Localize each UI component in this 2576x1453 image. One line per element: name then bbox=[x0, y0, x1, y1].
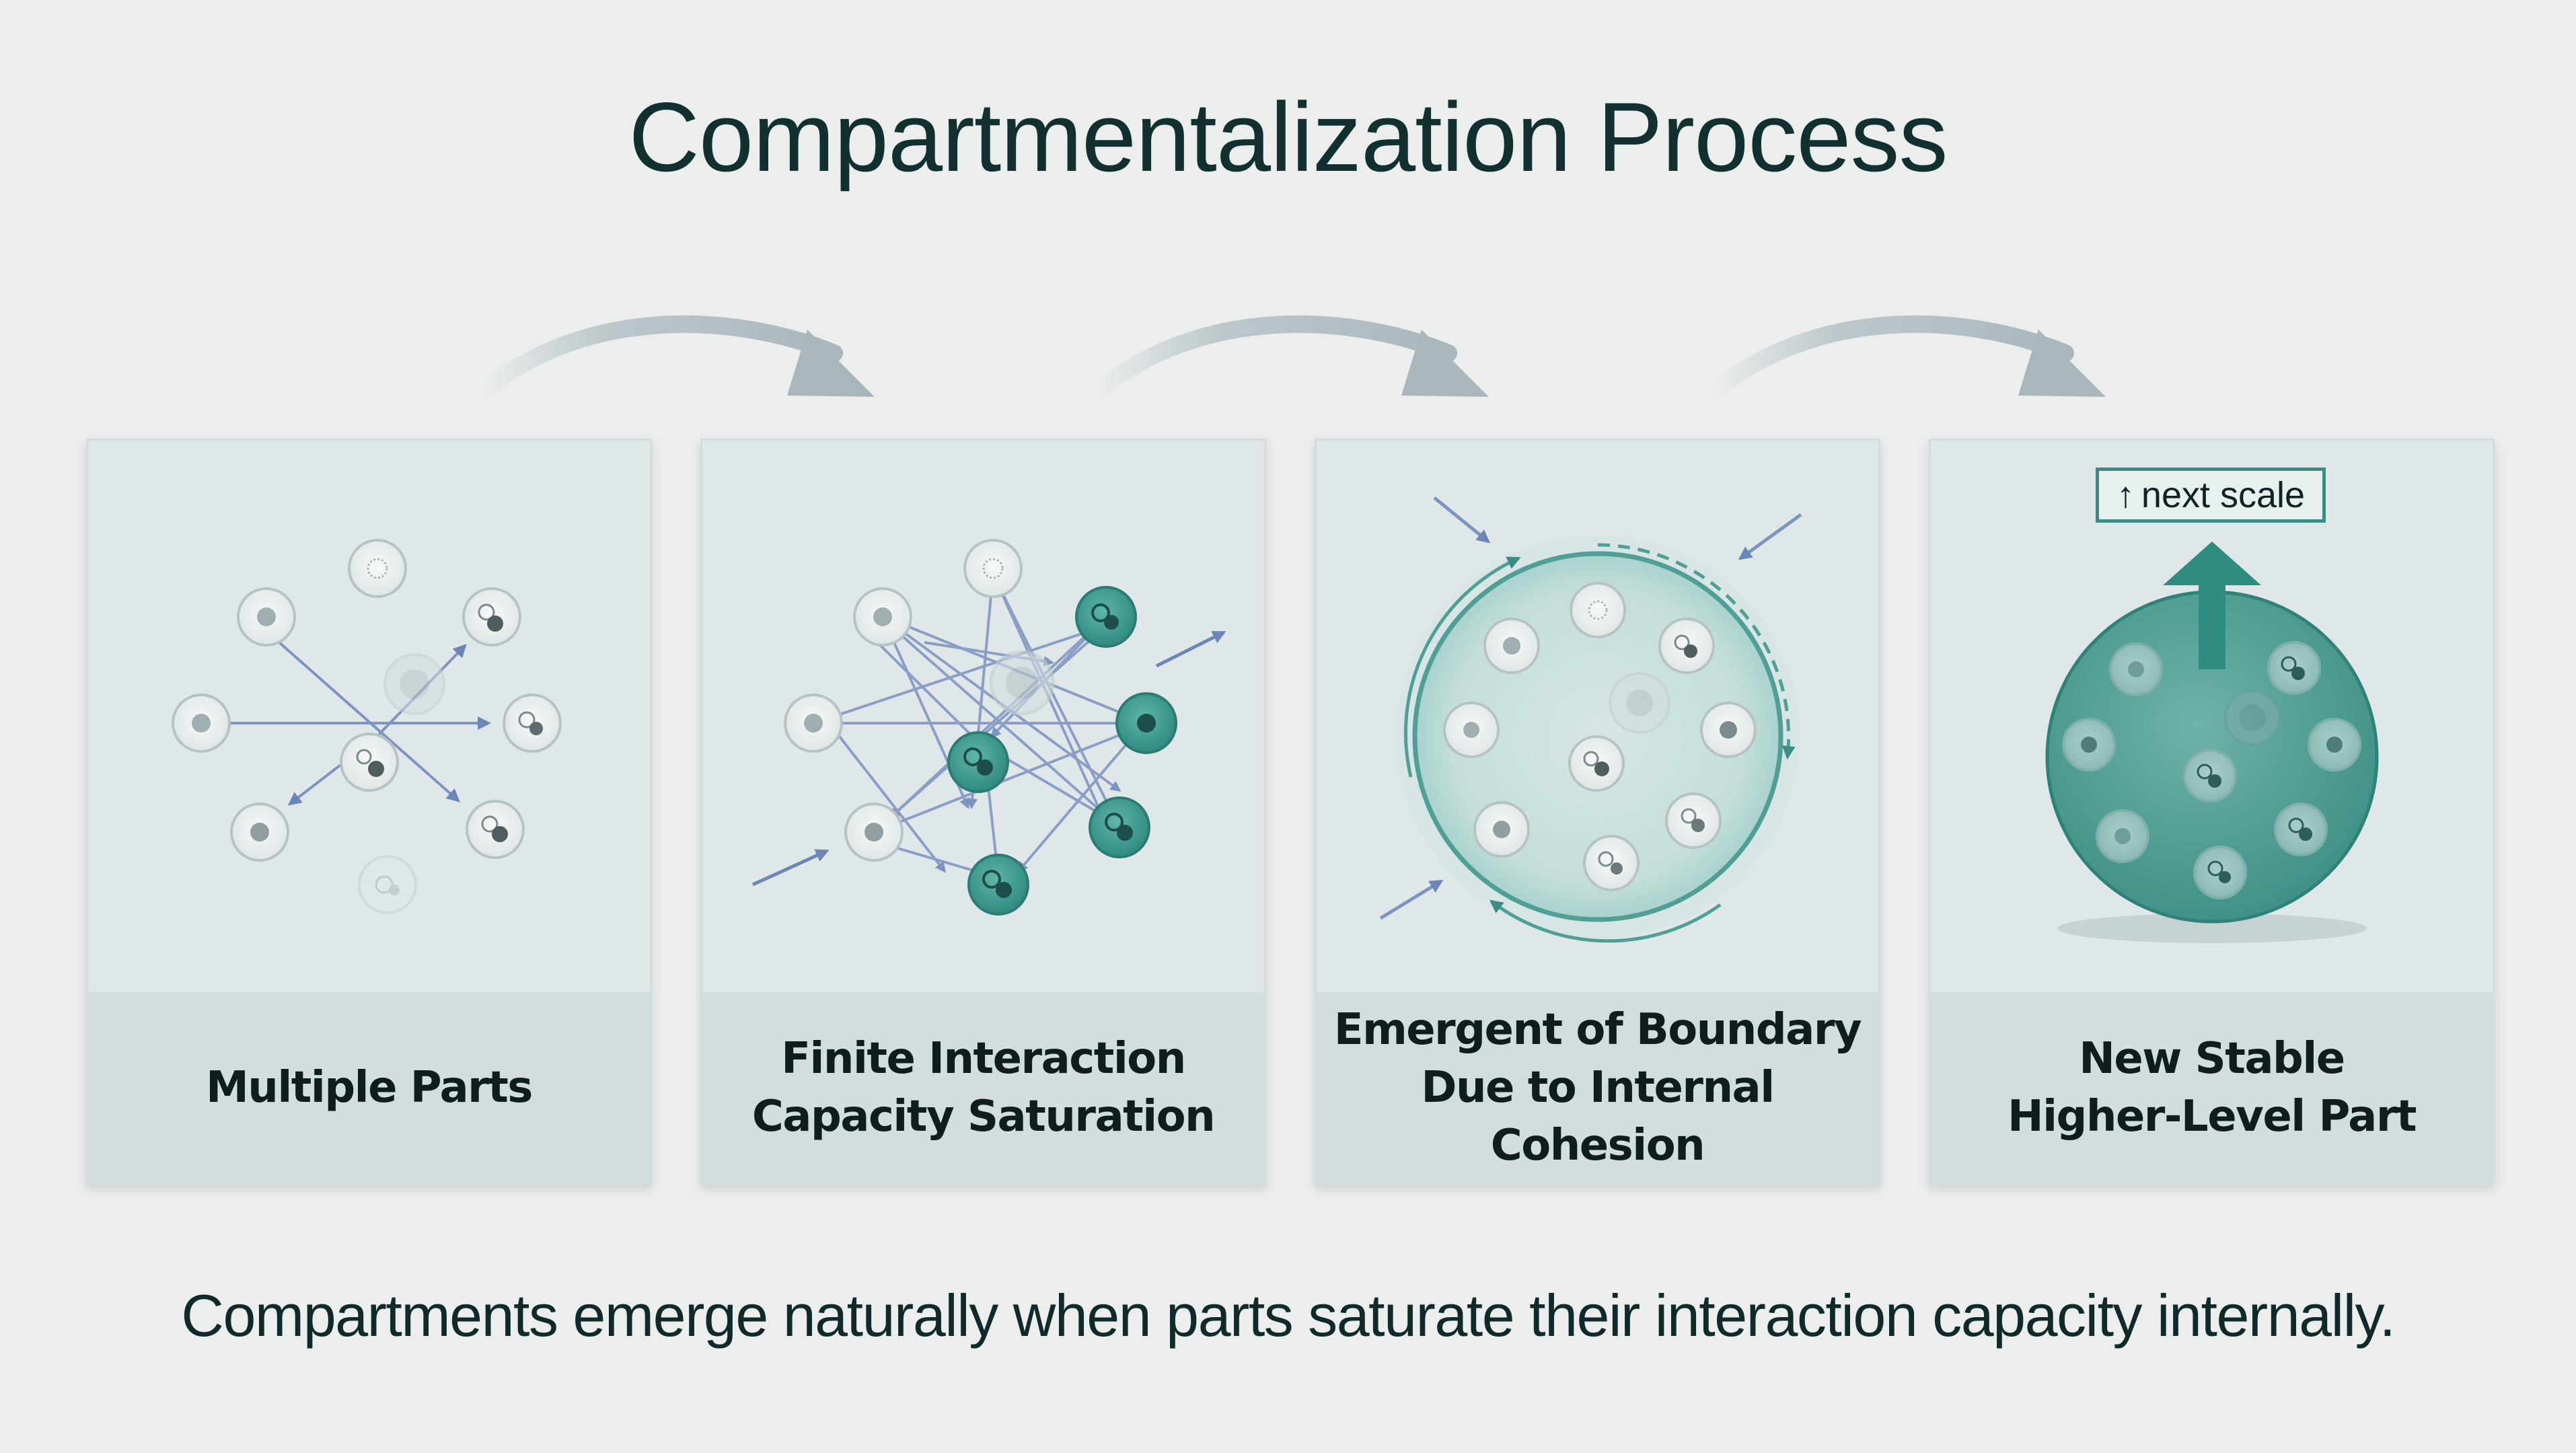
internal-part-cell bbox=[2193, 846, 2247, 899]
part-cell bbox=[1658, 618, 1715, 674]
part-cell bbox=[1700, 702, 1757, 758]
saturated-part-cell bbox=[1115, 692, 1177, 754]
part-cell bbox=[466, 800, 525, 859]
internal-part-cell bbox=[2096, 809, 2149, 863]
part-cell bbox=[1443, 702, 1500, 758]
stage-4-diagram bbox=[2045, 542, 2379, 943]
internal-part-cell bbox=[2267, 641, 2321, 695]
part-cell-faded bbox=[1609, 672, 1670, 734]
part-cell bbox=[1583, 835, 1640, 891]
flow-arrow-3-to-4-icon bbox=[1703, 315, 2106, 402]
part-cell bbox=[1483, 618, 1540, 674]
part-cell bbox=[844, 803, 904, 862]
part-cell bbox=[172, 694, 231, 753]
stage-1-diagram bbox=[172, 539, 562, 914]
page-title: Compartmentalization Process bbox=[628, 82, 1948, 192]
stage-3-diagram bbox=[1379, 496, 1802, 943]
part-cell bbox=[230, 803, 289, 862]
part-cell bbox=[1665, 792, 1722, 849]
part-cell bbox=[1473, 801, 1530, 858]
stage-1-caption-box: Multiple Parts bbox=[88, 992, 650, 1183]
flow-arrow-2-to-3-icon bbox=[1087, 315, 1489, 402]
up-arrow-icon: ↑ bbox=[2116, 475, 2135, 515]
part-cell bbox=[237, 587, 296, 646]
part-cell-faded bbox=[383, 653, 445, 715]
saturated-part-cell bbox=[1075, 586, 1137, 648]
inward-arrows bbox=[1379, 496, 1802, 920]
part-cell bbox=[963, 539, 1023, 598]
internal-part-cell bbox=[2062, 718, 2116, 772]
part-cell bbox=[348, 539, 407, 598]
part-cell bbox=[1568, 735, 1625, 792]
part-cell bbox=[853, 587, 912, 646]
internal-part-cell bbox=[2308, 718, 2361, 772]
stage-flow-arrows bbox=[472, 315, 2106, 402]
internal-part-cell bbox=[2183, 749, 2237, 803]
summary-text: Compartments emerge naturally when parts… bbox=[181, 1282, 2396, 1349]
internal-part-cell bbox=[2109, 642, 2163, 696]
part-cell bbox=[503, 694, 562, 753]
up-arrow-icon bbox=[2163, 542, 2261, 669]
part-cell-faded bbox=[358, 855, 417, 914]
next-scale-badge: ↑ next scale bbox=[2096, 468, 2326, 523]
part-cell-faded bbox=[989, 650, 1055, 716]
stage-2-diagram bbox=[751, 539, 1226, 916]
part-cell bbox=[1570, 582, 1626, 638]
part-cell bbox=[340, 733, 399, 792]
saturated-part-cell bbox=[1089, 796, 1150, 858]
internal-part-cell bbox=[2274, 803, 2328, 856]
part-cell bbox=[784, 694, 843, 753]
saturated-part-cell bbox=[947, 731, 1009, 793]
flow-arrow-1-to-2-icon bbox=[472, 315, 875, 402]
next-scale-label: next scale bbox=[2141, 475, 2306, 515]
stage-panel-1: Multiple Parts bbox=[86, 439, 652, 1185]
internal-part-cell-faded bbox=[2224, 690, 2281, 746]
part-cell bbox=[462, 587, 521, 646]
saturated-part-cell bbox=[967, 854, 1029, 916]
incoming-arrows bbox=[751, 630, 1226, 887]
stage-1-caption: Multiple Parts bbox=[206, 1063, 533, 1113]
shadow bbox=[2057, 914, 2367, 943]
